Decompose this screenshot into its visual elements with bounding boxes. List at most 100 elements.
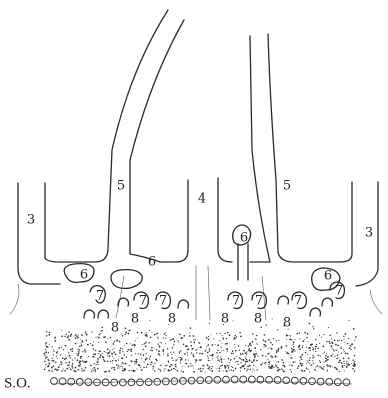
stipple-dot — [83, 370, 85, 372]
stipple-dot — [122, 358, 123, 359]
stipple-dot — [130, 348, 132, 350]
stipple-dot — [231, 366, 232, 367]
stipple-dot — [107, 348, 109, 350]
stipple-dot — [104, 351, 105, 352]
stipple-dot — [194, 339, 195, 340]
stipple-dot — [82, 340, 83, 341]
stipple-dot — [353, 363, 355, 365]
stipple-dot — [329, 343, 331, 345]
stipple-dot — [308, 362, 309, 363]
stipple-dot — [187, 355, 188, 356]
stipple-dot — [312, 326, 313, 327]
stipple-dot — [65, 358, 67, 360]
stipple-dot — [340, 346, 341, 347]
stipple-dot — [278, 369, 279, 370]
label-6-c: 6 — [240, 231, 248, 246]
stipple-dot — [246, 351, 247, 352]
stipple-dot — [335, 349, 337, 351]
stipple-dot — [304, 332, 306, 334]
stipple-dot — [255, 353, 257, 355]
stipple-dot — [300, 364, 301, 365]
stipple-dot — [320, 361, 322, 363]
stipple-dot — [280, 369, 281, 370]
stipple-dot — [160, 370, 162, 372]
stipple-dot — [219, 352, 220, 353]
stipple-dot — [193, 367, 194, 368]
stipple-dot — [240, 362, 241, 363]
stipple-dot — [302, 345, 303, 346]
label-8-f: 8 — [283, 316, 291, 331]
stipple-dot — [291, 348, 293, 350]
stipple-dot — [130, 350, 132, 352]
stipple-dot — [299, 348, 301, 350]
stipple-dot — [320, 367, 321, 368]
stipple-dot — [267, 359, 268, 360]
stipple-dot — [334, 367, 335, 368]
sense-organ-circle — [197, 377, 204, 384]
stipple-dot — [293, 361, 295, 363]
stipple-dot — [343, 361, 344, 362]
stipple-dot — [293, 344, 294, 345]
stipple-dot — [328, 327, 329, 328]
stipple-dot — [243, 365, 245, 367]
stipple-dot — [72, 348, 73, 349]
stipple-dot — [125, 363, 127, 365]
stipple-dot — [223, 338, 224, 339]
stipple-dot — [54, 340, 56, 342]
stipple-dot — [122, 368, 123, 369]
stipple-dot — [46, 331, 47, 332]
stipple-dot — [332, 343, 334, 345]
stipple-dot — [135, 340, 136, 341]
stipple-dot — [190, 327, 192, 329]
stipple-dot — [257, 355, 258, 356]
stipple-dot — [233, 370, 235, 372]
stipple-dot — [119, 356, 120, 357]
label-6-b: 6 — [148, 255, 156, 270]
stipple-dot — [98, 353, 99, 354]
stipple-dot — [117, 359, 118, 360]
stipple-dot — [163, 370, 164, 371]
stipple-dot — [283, 362, 285, 364]
stipple-dot — [235, 368, 237, 370]
stipple-dot — [252, 372, 253, 373]
stipple-dot — [229, 362, 230, 363]
stipple-dot — [212, 366, 213, 367]
stipple-dot — [78, 365, 80, 367]
stipple-dot — [143, 354, 145, 356]
stipple-dot — [337, 354, 339, 356]
stipple-dot — [109, 355, 111, 357]
stipple-dot — [66, 368, 68, 370]
stipple-dot — [254, 355, 256, 357]
stipple-dot — [44, 355, 45, 356]
stipple-dot — [288, 353, 290, 355]
sense-organ-circle — [300, 378, 307, 385]
stipple-dot — [158, 338, 159, 339]
stipple-dot — [82, 360, 84, 362]
stipple-dot — [177, 370, 179, 372]
stipple-dot — [246, 370, 247, 371]
stipple-dot — [180, 361, 181, 362]
stipple-dot — [85, 351, 87, 353]
stipple-dot — [222, 335, 223, 336]
stipple-dot — [175, 366, 176, 367]
stipple-dot — [61, 371, 62, 372]
stipple-dot — [141, 332, 142, 333]
stipple-dot — [156, 360, 157, 361]
stipple-dot — [219, 340, 220, 341]
stipple-dot — [272, 319, 273, 320]
stipple-dot — [91, 370, 92, 371]
stipple-dot — [122, 349, 123, 350]
sense-organ-circle — [343, 379, 350, 386]
stipple-dot — [287, 335, 288, 336]
stipple-dot — [81, 345, 83, 347]
stipple-dot — [177, 340, 178, 341]
stipple-dot — [222, 370, 223, 371]
stipple-dot — [65, 362, 66, 363]
stipple-dot — [160, 365, 161, 366]
stipple-dot — [49, 362, 50, 363]
stipple-dot — [236, 361, 237, 362]
stipple-dot — [231, 352, 233, 354]
stipple-dot — [67, 364, 69, 366]
sense-organ-circle — [317, 378, 324, 385]
